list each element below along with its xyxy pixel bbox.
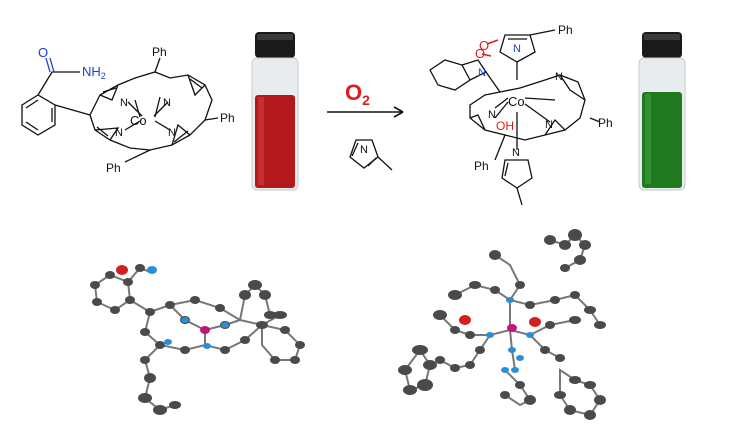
product-maleimide-n: N xyxy=(513,43,521,55)
product-cobalt-atom xyxy=(507,324,517,332)
product-n1: N xyxy=(488,109,496,121)
reaction-arrow xyxy=(327,106,404,118)
reactant-n2: N xyxy=(163,97,171,109)
reactant-vial xyxy=(251,32,299,191)
product-isoindolinone-n: N xyxy=(478,67,486,79)
isoindolinone-carbonyl-bond xyxy=(481,53,492,57)
product-cobalt-label: Co xyxy=(508,94,525,109)
reactant-nitrogen-atoms xyxy=(164,317,229,349)
product-hydroxyl-label: OH xyxy=(496,119,514,133)
product-oxygen-atom-1 xyxy=(459,315,471,325)
reactant-crystal-structure xyxy=(90,264,305,415)
reactant-ph-bottom: Ph xyxy=(106,161,121,175)
reactant-n3: N xyxy=(115,127,123,139)
product-nitrogen-atoms xyxy=(486,297,534,373)
product-oxygen-atom-2 xyxy=(529,317,541,327)
product-structure xyxy=(429,29,601,206)
amide-nh2-label: NH2 xyxy=(82,64,106,81)
product-vial xyxy=(638,32,686,191)
reactant-ph-right: Ph xyxy=(220,111,235,125)
reactant-nh2-atom xyxy=(147,266,157,274)
reactant-n1: N xyxy=(120,97,128,109)
product-ph-right: Ph xyxy=(598,116,613,130)
reactant-carbon-atoms xyxy=(90,264,305,415)
imidazole-reagent xyxy=(349,139,393,171)
reactant-ph-top: Ph xyxy=(152,45,167,59)
reactant-n4: N xyxy=(168,127,176,139)
reactant-cobalt-atom xyxy=(200,326,210,334)
product-oxygen-1: O xyxy=(479,38,489,53)
maleimide-carbonyl-bond xyxy=(486,39,499,45)
product-axial-n: N xyxy=(512,147,520,159)
amide-oxygen-label: O xyxy=(38,45,48,60)
reactant-structure xyxy=(21,57,219,163)
product-ph-top: Ph xyxy=(558,23,573,37)
reactant-cobalt-label: Co xyxy=(130,113,147,128)
product-crystal-structure xyxy=(398,229,606,420)
product-oxygen-2: O xyxy=(475,46,485,61)
product-n3: N xyxy=(545,119,553,131)
product-n2: N xyxy=(555,71,563,83)
imidazole-n-label: N xyxy=(360,144,368,156)
reactant-oxygen-atom xyxy=(116,265,128,275)
product-ph-bottom: Ph xyxy=(474,159,489,173)
product-carbon-atoms xyxy=(398,229,606,420)
reagent-o2-label: O2 xyxy=(345,80,370,108)
